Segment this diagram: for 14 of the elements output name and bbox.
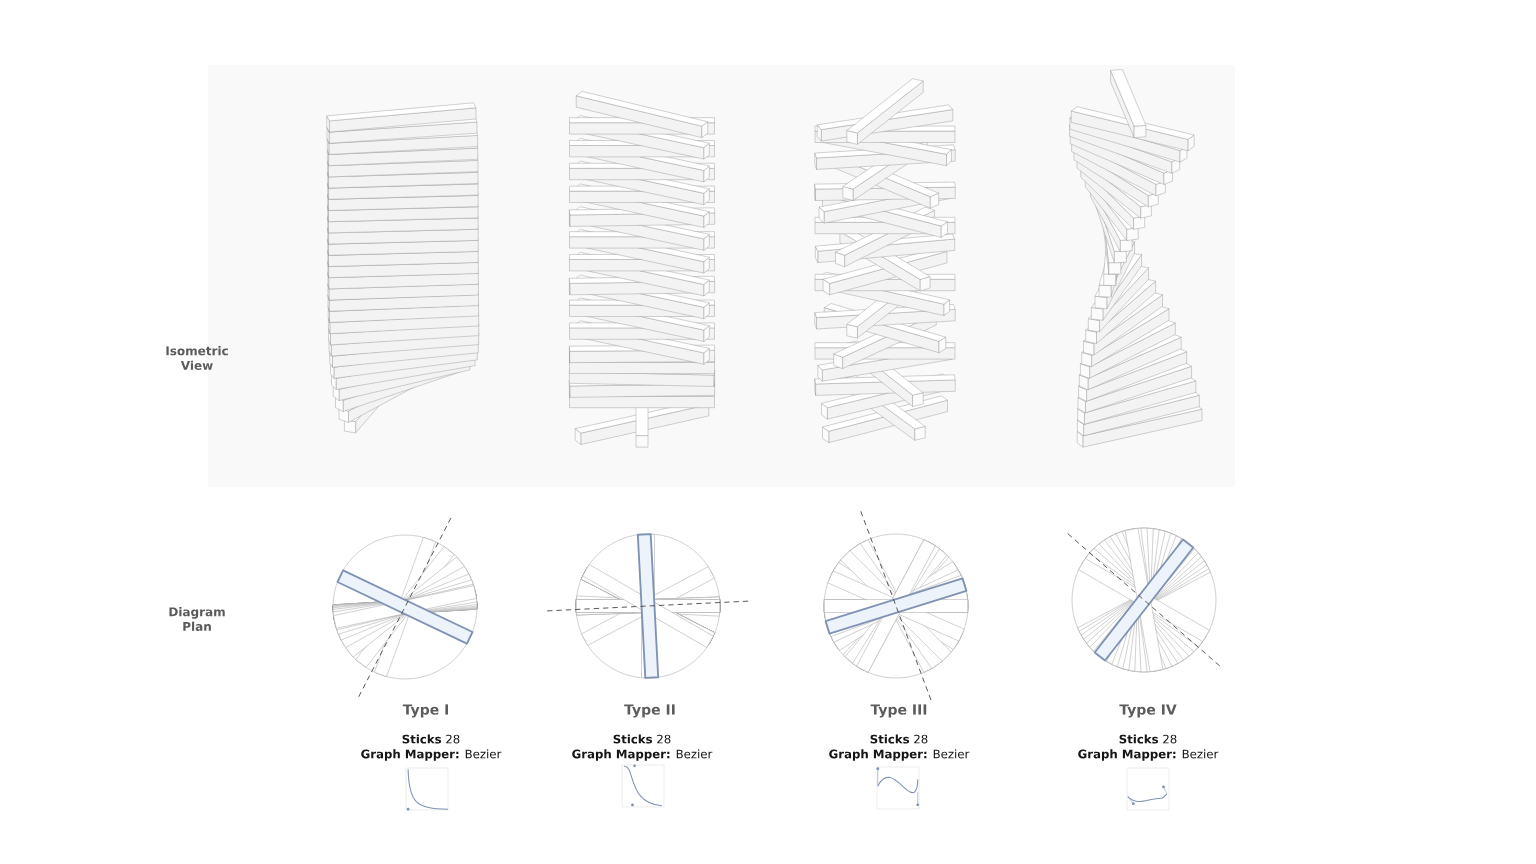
type-heading: Type III	[870, 704, 927, 718]
parameter-text: Sticks 28	[870, 734, 928, 744]
row-label: Isometric View	[166, 346, 228, 370]
parameter-text: Graph Mapper: Bezier	[1078, 749, 1219, 761]
parameter-text: Graph Mapper: Bezier	[572, 749, 713, 761]
parameter-text: Graph Mapper: Bezier	[829, 749, 970, 761]
parameter-text: Sticks 28	[613, 734, 671, 744]
parameter-text: Sticks 28	[1119, 734, 1177, 744]
type-heading: Type IV	[1119, 704, 1177, 718]
row-label: Diagram Plan	[169, 607, 225, 631]
parameter-text: Sticks 28	[402, 734, 460, 744]
parameter-text: Graph Mapper: Bezier	[361, 749, 502, 761]
type-heading: Type II	[624, 704, 675, 718]
type-heading: Type I	[402, 704, 448, 718]
